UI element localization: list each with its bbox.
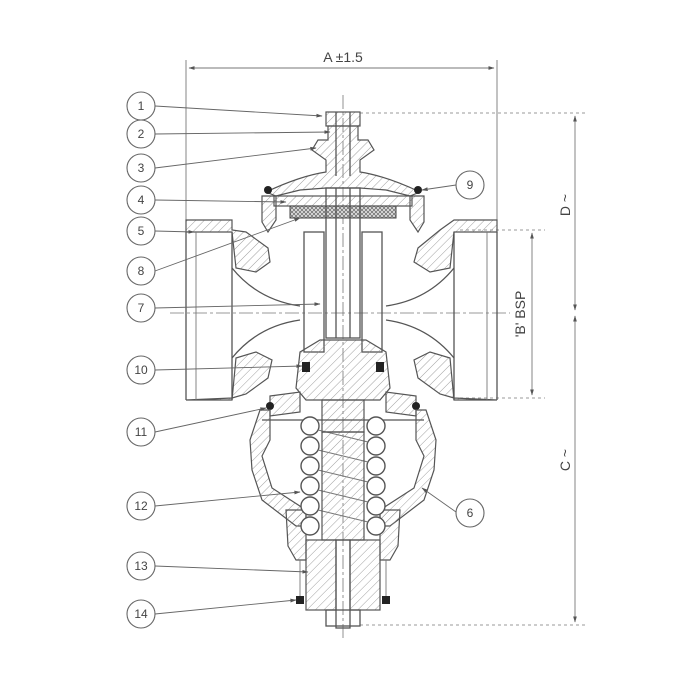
valve-body [185, 195, 498, 417]
top-cover [264, 111, 422, 219]
callout-8: 8 [126, 256, 156, 286]
callout-12: 12 [126, 491, 156, 521]
callout-14: 14 [126, 599, 156, 629]
callout-9-label: 9 [467, 178, 474, 192]
adjusting-screw [296, 539, 390, 629]
callout-2-label: 2 [138, 127, 145, 141]
spring [300, 416, 386, 541]
callout-1: 1 [126, 91, 156, 121]
callout-10-label: 10 [134, 363, 148, 377]
callout-13-label: 13 [134, 559, 148, 573]
callout-13: 13 [126, 551, 156, 581]
dimension-c-label: C ~ [557, 449, 573, 471]
callout-8-label: 8 [138, 264, 145, 278]
callout-10: 10 [126, 355, 156, 385]
callout-3: 3 [126, 153, 156, 183]
callout-7-label: 7 [138, 301, 145, 315]
piston-stem [266, 187, 420, 433]
callout-5: 5 [126, 216, 156, 246]
callout-9: 9 [455, 170, 485, 200]
callout-11: 11 [126, 417, 156, 447]
callout-3-label: 3 [138, 161, 145, 175]
dimension-b-bsp: 'B' BSP [460, 229, 545, 399]
dimension-d-c: D ~ C ~ [360, 112, 585, 626]
callout-2: 2 [126, 119, 156, 149]
thread-label: 'B' BSP [512, 291, 528, 338]
callout-1-label: 1 [138, 99, 145, 113]
callout-14-label: 14 [134, 607, 148, 621]
callout-4: 4 [126, 185, 156, 215]
dimension-a: A ±1.5 [185, 49, 498, 235]
callout-6-label: 6 [467, 506, 474, 520]
callout-6: 6 [455, 498, 485, 528]
dimension-d-label: D ~ [557, 194, 573, 216]
callout-7: 7 [126, 293, 156, 323]
callout-leaders [154, 105, 457, 615]
callout-12-label: 12 [134, 499, 148, 513]
callout-5-label: 5 [138, 224, 145, 238]
callout-11-label: 11 [135, 425, 148, 439]
callout-4-label: 4 [138, 193, 145, 207]
dimension-a-label: A ±1.5 [323, 49, 363, 65]
